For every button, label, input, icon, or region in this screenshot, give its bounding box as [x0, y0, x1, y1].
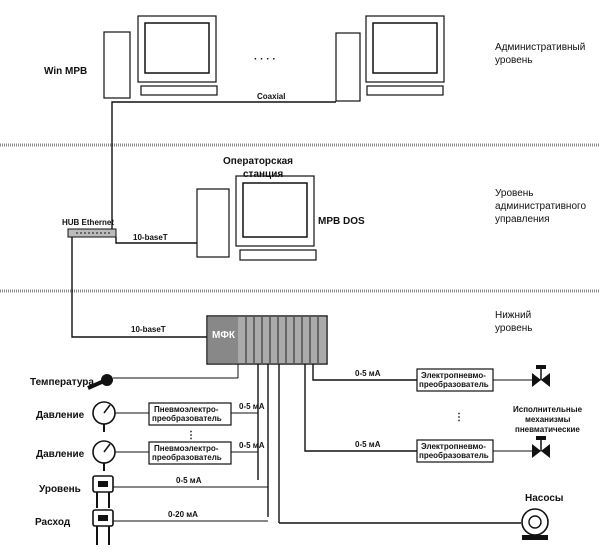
hub-to-operator-line — [115, 237, 197, 244]
pneumo-electro-converter-1 — [148, 402, 232, 426]
win-mpb-label: Win MPB — [44, 66, 87, 77]
ep2-line — [304, 364, 417, 452]
sensor-level-label: Уровень — [39, 484, 81, 495]
tenbase-label-1: 10-baseT — [133, 233, 168, 242]
pneumo-electro-converter-2 — [148, 441, 232, 465]
pump-icon — [521, 508, 549, 540]
level-title-lower: Нижний уровень — [495, 310, 534, 334]
workstation-2 — [335, 15, 445, 102]
sensor-pressure-1-label: Давление — [36, 410, 85, 421]
hub-label: HUB Ethernet — [62, 218, 114, 227]
tenbase-label-2: 10-baseT — [131, 325, 166, 334]
mpb-dos-label: MPB DOS — [318, 216, 365, 227]
ep1-line — [312, 364, 417, 381]
coaxial-label: Coaxial — [257, 92, 285, 101]
level-title-admin-control: Уровень административного управления — [495, 188, 589, 225]
flow-sensor-icon — [92, 509, 114, 545]
pumps-label: Насосы — [525, 493, 563, 504]
temperature-sensor-icon — [87, 374, 113, 390]
level-sensor-icon — [92, 475, 114, 508]
ep-1-label: Электропневмо- преобразователь — [419, 371, 489, 389]
signal-label-4: 0-20 мА — [168, 510, 198, 519]
mfk-label: МФК — [212, 330, 236, 341]
hub-to-mfk-line — [71, 237, 207, 338]
operator-station-label: Операторская станция — [223, 156, 296, 180]
pe-2-label: Пневмоэлектро- преобразователь — [152, 444, 222, 462]
pressure-gauge-2-icon — [92, 440, 116, 471]
signal-label-1: 0-5 мА — [239, 402, 265, 411]
sensor-temperature-label: Температура — [30, 377, 94, 388]
sensor-pressure-2-label: Давление — [36, 449, 85, 460]
valve-actuator-1-icon — [532, 365, 550, 387]
actuator-dots: ⋮ — [454, 412, 464, 423]
pe-1-label: Пневмоэлектро- преобразователь — [152, 405, 222, 423]
signal-label-5: 0-5 мА — [355, 369, 381, 378]
ep-2-label: Электропневмо- преобразователь — [419, 442, 489, 460]
ellipsis-dots: · · · · — [254, 54, 276, 65]
signal-label-3: 0-5 мА — [176, 476, 202, 485]
actuators-label: Исполнительные механизмы пневматические — [513, 405, 584, 434]
signal-label-6: 0-5 мА — [355, 440, 381, 449]
valve-actuator-2-icon — [532, 436, 550, 458]
sensor-flow-label: Расход — [35, 517, 71, 528]
level-title-admin: Административный уровень — [495, 42, 588, 66]
coaxial-line — [111, 101, 336, 229]
pressure-gauge-1-icon — [92, 401, 116, 432]
signal-label-2: 0-5 мА — [239, 441, 265, 450]
workstation-1 — [103, 15, 218, 99]
mfk-controller — [206, 315, 328, 365]
operator-computer — [196, 175, 317, 261]
converter-dots: ⋮ — [186, 430, 196, 441]
